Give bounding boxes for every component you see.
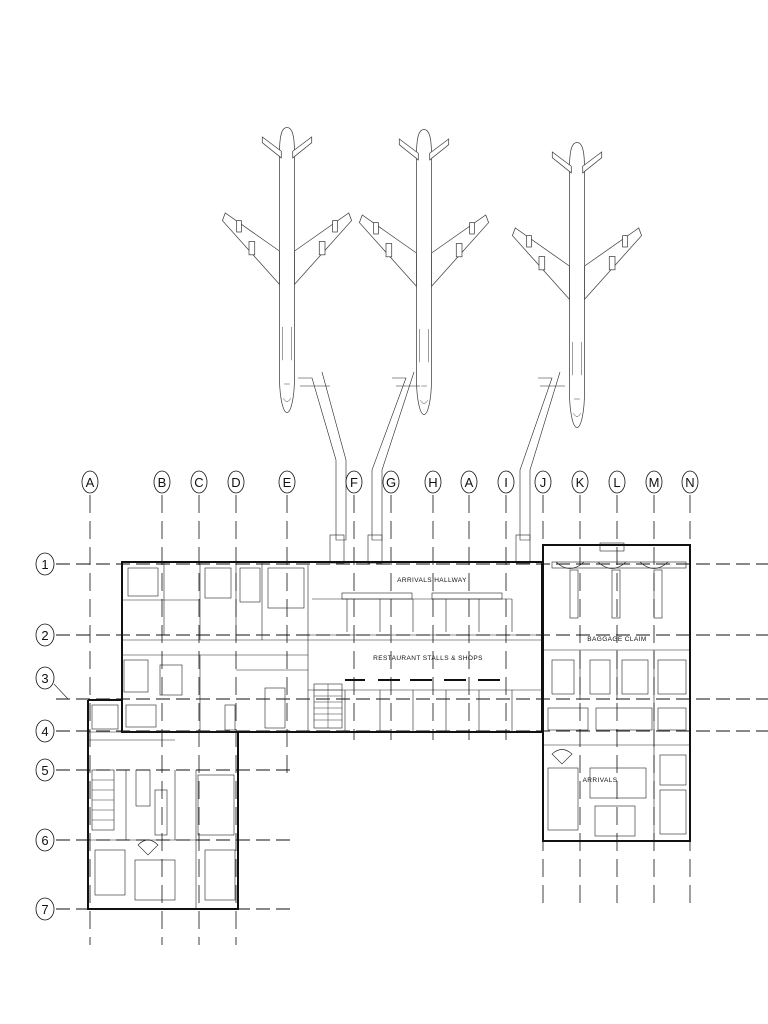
grid-col-5: E [278,470,296,494]
arrivals-area: ARRIVALS [543,649,690,841]
svg-text:5: 5 [41,763,48,778]
svg-text:N: N [685,475,694,490]
baggage-claim: BAGGAGE CLAIM [551,542,687,643]
svg-text:D: D [231,475,240,490]
grid-row-7: 7 [35,897,55,921]
svg-text:A: A [86,475,95,490]
column-labels: A B C D E F G H A I J K L M N [81,470,699,494]
grid-col-11: J [534,470,552,494]
svg-text:B: B [158,475,167,490]
grid-col-8: H [424,470,442,494]
grid-col-13: L [608,470,626,494]
svg-text:I: I [504,475,508,490]
svg-text:L: L [613,475,620,490]
grid-row-1: 1 [35,552,55,576]
grid-col-15: N [681,470,699,494]
aircraft-1 [222,127,352,413]
aircraft-2 [359,129,489,415]
west-block-rooms [88,562,308,909]
grid-row-6: 6 [35,828,55,852]
grid-col-1: A [81,470,99,494]
svg-text:M: M [649,475,660,490]
row-grid [56,563,768,910]
grid-col-6: F [345,470,363,494]
grid-col-10: I [497,470,515,494]
aircraft-3 [512,142,642,428]
arrivals-hallway: ARRIVALS HALLWAY [312,577,513,632]
svg-text:E: E [283,475,292,490]
grid-row-2: 2 [35,623,55,647]
svg-text:A: A [465,475,474,490]
arrivals-hallway-label: ARRIVALS HALLWAY [397,577,467,584]
grid-col-3: C [190,470,208,494]
arrivals-label: ARRIVALS [583,777,618,784]
svg-text:4: 4 [41,724,48,739]
grid-col-12: K [571,470,589,494]
svg-text:6: 6 [41,833,48,848]
grid-col-9: A [460,470,478,494]
restaurant-stalls-label: RESTAURANT STALLS & SHOPS [373,655,483,662]
grid-row-3: 3 [35,666,55,690]
building-walls [87,544,691,910]
svg-text:C: C [194,475,203,490]
svg-text:2: 2 [41,628,48,643]
grid-row-5: 5 [35,758,55,782]
row-labels: 1 2 3 4 5 6 7 [35,552,69,921]
grid-col-4: D [227,470,245,494]
svg-text:3: 3 [41,671,48,686]
jet-bridges [298,371,565,564]
svg-text:G: G [386,475,396,490]
baggage-claim-label: BAGGAGE CLAIM [587,636,646,643]
svg-text:H: H [428,475,437,490]
svg-text:1: 1 [41,557,48,572]
svg-text:J: J [540,475,547,490]
grid-col-14: M [645,470,663,494]
grid-col-2: B [153,470,171,494]
svg-text:7: 7 [41,902,48,917]
grid-col-7: G [382,470,400,494]
svg-text:K: K [576,475,585,490]
restaurant-stalls: RESTAURANT STALLS & SHOPS [313,655,513,732]
grid-row-4: 4 [35,719,55,743]
svg-text:F: F [350,475,358,490]
